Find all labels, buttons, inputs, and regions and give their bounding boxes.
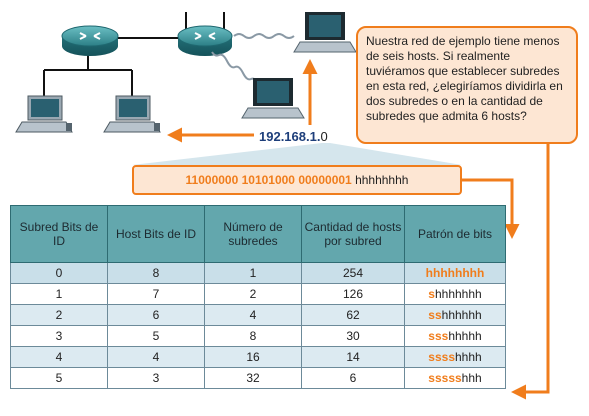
cell-host-bits: 7 <box>107 283 205 305</box>
ip-network-part: 192.168.1. <box>259 129 321 144</box>
cell-subnet-bits: 4 <box>10 346 108 368</box>
table-row: 4 4 16 14 sssshhhh <box>10 346 506 368</box>
cell-hosts: 254 <box>301 262 405 284</box>
desktop-computer-icon <box>15 95 73 133</box>
cell-subnet-bits: 2 <box>10 304 108 326</box>
pattern-host-bits: hhh <box>461 371 482 385</box>
router-icon <box>61 25 119 56</box>
table-row: 1 7 2 126 shhhhhhh <box>10 283 506 305</box>
binary-host-bits: hhhhhhhh <box>355 173 409 187</box>
cell-hosts: 126 <box>301 283 405 305</box>
cell-subnet-bits: 3 <box>10 325 108 347</box>
laptop-icon <box>241 78 305 119</box>
header-subnet-bits: Subred Bits de ID <box>10 205 108 263</box>
cell-num-subnets: 2 <box>204 283 302 305</box>
header-num-subnets: Número de subredes <box>204 205 302 263</box>
cell-hosts: 14 <box>301 346 405 368</box>
header-hosts-per-subnet: Cantidad de hosts por subred <box>301 205 405 263</box>
pattern-subnet-bits: sss <box>428 329 449 343</box>
desktop-computer-icon <box>103 95 161 133</box>
cell-num-subnets: 8 <box>204 325 302 347</box>
cell-host-bits: 6 <box>107 304 205 326</box>
wireless-router-icon <box>177 12 233 56</box>
cell-num-subnets: 16 <box>204 346 302 368</box>
cell-bit-pattern: ssssshhh <box>404 367 506 389</box>
cell-bit-pattern: hhhhhhhh <box>404 262 506 284</box>
pattern-host-bits: hhhhh <box>448 329 482 343</box>
cell-host-bits: 8 <box>107 262 205 284</box>
ip-host-part: 0 <box>320 129 328 144</box>
cell-bit-pattern: sshhhhhh <box>404 304 506 326</box>
arrow-to-table <box>462 178 520 239</box>
binary-network-bits: 11000000 10101000 00000001 <box>185 173 352 187</box>
pattern-subnet-bits: ssss <box>428 350 455 364</box>
wireless-antenna-icon <box>211 51 260 86</box>
cell-host-bits: 3 <box>107 367 205 389</box>
arrow-to-last-row <box>511 144 550 400</box>
cell-subnet-bits: 5 <box>10 367 108 389</box>
ip-expansion-fan <box>132 143 462 165</box>
pattern-host-bits: hhhhhh <box>441 308 482 322</box>
cell-num-subnets: 32 <box>204 367 302 389</box>
ip-address-label: 192.168.1.0 <box>259 129 328 144</box>
header-bit-pattern: Patrón de bits <box>404 205 506 263</box>
pattern-subnet-bits: sssss <box>428 371 462 385</box>
pattern-host-bits: hhhhhhh <box>434 287 482 301</box>
wireless-antenna-icon <box>233 33 295 39</box>
table-row: 5 3 32 6 ssssshhh <box>10 367 506 389</box>
pattern-subnet-bits: ss <box>428 308 442 322</box>
cell-num-subnets: 1 <box>204 262 302 284</box>
cell-subnet-bits: 0 <box>10 262 108 284</box>
cell-host-bits: 5 <box>107 325 205 347</box>
table-row: 2 6 4 62 sshhhhhh <box>10 304 506 326</box>
cell-bit-pattern: shhhhhhh <box>404 283 506 305</box>
laptop-icon <box>293 12 357 53</box>
callout-text: Nuestra red de ejemplo tiene menos de se… <box>366 34 563 123</box>
cell-hosts: 62 <box>301 304 405 326</box>
cell-bit-pattern: sssshhhh <box>404 346 506 368</box>
table-header-row: Subred Bits de ID Host Bits de ID Número… <box>10 205 506 263</box>
table-row: 3 5 8 30 ssshhhhh <box>10 325 506 347</box>
pattern-host-bits: hhhh <box>455 350 482 364</box>
cell-subnet-bits: 1 <box>10 283 108 305</box>
cell-num-subnets: 4 <box>204 304 302 326</box>
subnet-bits-table: Subred Bits de ID Host Bits de ID Número… <box>10 205 506 389</box>
table-row: 0 8 1 254 hhhhhhhh <box>10 262 506 284</box>
binary-address-box: 11000000 10101000 00000001 hhhhhhhh <box>132 165 462 195</box>
pattern-host-bits: hhhhhhhh <box>425 266 485 280</box>
cell-bit-pattern: ssshhhhh <box>404 325 506 347</box>
question-callout: Nuestra red de ejemplo tiene menos de se… <box>356 26 578 144</box>
cell-host-bits: 4 <box>107 346 205 368</box>
cell-hosts: 6 <box>301 367 405 389</box>
pattern-subnet-bits: s <box>428 287 435 301</box>
header-host-bits: Host Bits de ID <box>107 205 205 263</box>
cell-hosts: 30 <box>301 325 405 347</box>
